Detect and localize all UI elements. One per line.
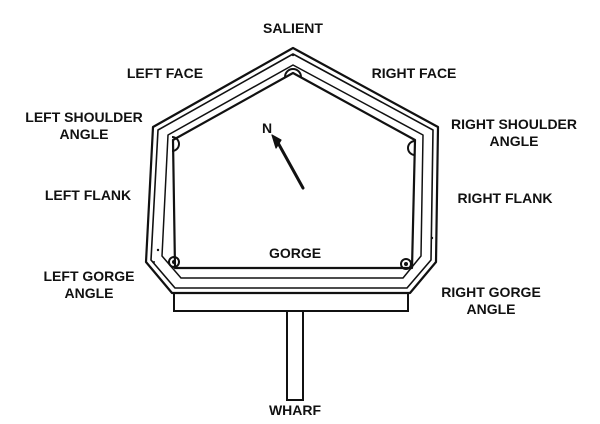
wharf-platform <box>173 293 409 312</box>
label-gorge: GORGE <box>268 245 322 261</box>
right-gorge-gun-mount <box>400 258 412 270</box>
label-right-flank: RIGHT FLANK <box>457 190 553 206</box>
label-right-shoulder-angle-line1: RIGHT SHOULDER <box>451 116 577 132</box>
label-left-flank: LEFT FLANK <box>44 187 132 203</box>
north-arrow-head <box>271 134 282 149</box>
label-left-shoulder-angle: LEFT SHOULDER ANGLE <box>25 109 142 143</box>
right-gorge-gun-mount-center <box>404 262 408 266</box>
label-left-face: LEFT FACE <box>126 65 204 81</box>
label-left-gorge-angle-line1: LEFT GORGE <box>43 268 135 284</box>
label-right-gorge-angle: RIGHT GORGE ANGLE <box>441 284 541 318</box>
fort-wall-second-line <box>150 53 434 289</box>
label-north: N <box>261 120 273 136</box>
right-shoulder-bastion-notch <box>407 140 416 156</box>
label-right-shoulder-angle: RIGHT SHOULDER ANGLE <box>451 116 577 150</box>
wall-speck-1 <box>156 248 160 252</box>
label-left-shoulder-angle-line1: LEFT SHOULDER <box>25 109 143 125</box>
salient-bastion-notch <box>284 68 302 78</box>
wharf-pier <box>286 311 304 401</box>
label-right-gorge-angle-line1: RIGHT GORGE <box>441 284 541 300</box>
label-right-shoulder-angle-line2: ANGLE <box>489 133 539 149</box>
fort-outer-wall <box>144 46 440 295</box>
left-shoulder-bastion-notch <box>171 136 180 152</box>
label-right-face: RIGHT FACE <box>371 65 457 81</box>
wall-speck-2 <box>153 261 155 263</box>
wall-speck-3 <box>430 236 434 240</box>
left-gorge-gun-mount <box>168 256 180 268</box>
fort-parade-enclosure <box>171 71 417 270</box>
label-left-gorge-angle: LEFT GORGE ANGLE <box>44 268 135 302</box>
label-left-gorge-angle-line2: ANGLE <box>64 285 114 301</box>
label-salient: SALIENT <box>263 20 323 36</box>
wall-speck-4 <box>291 53 295 57</box>
left-gorge-gun-mount-center <box>172 260 176 264</box>
north-arrow-line <box>275 139 305 190</box>
label-right-gorge-angle-line2: ANGLE <box>466 301 516 317</box>
label-left-shoulder-angle-line2: ANGLE <box>59 126 109 142</box>
label-wharf: WHARF <box>268 402 322 418</box>
